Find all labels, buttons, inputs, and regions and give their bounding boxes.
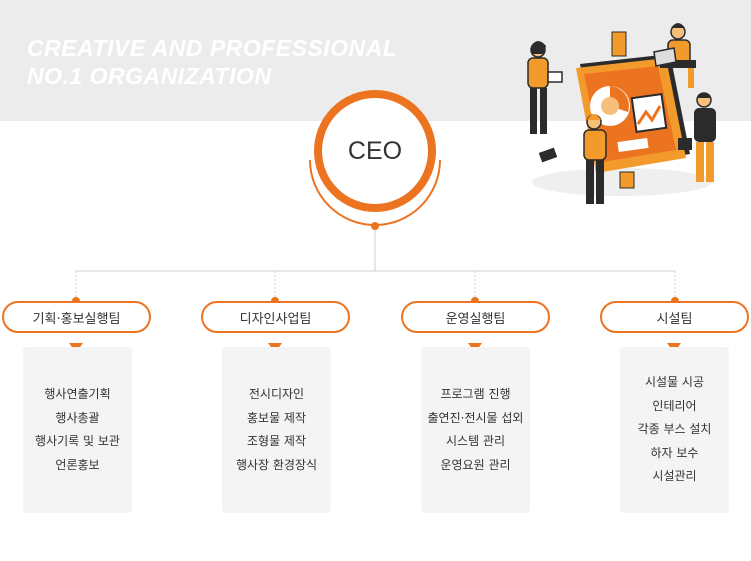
- team-name: 기획·홍보실행팀: [32, 311, 121, 327]
- team-name: 운영실행팀: [445, 311, 506, 327]
- slogan: CREATIVE AND PROFESSIONAL NO.1 ORGANIZAT…: [27, 34, 397, 90]
- duty-item: 언론홍보: [55, 457, 100, 472]
- duty-item: 행사장 환경장식: [235, 457, 318, 472]
- team-pill-operations: 운영실행팀: [401, 301, 550, 333]
- duty-item: 시설관리: [652, 469, 697, 484]
- team-pill-facilities: 시설팀: [600, 301, 749, 333]
- duty-box-operations: 프로그램 진행 출연진·전시물 섭외 시스템 관리 운영요원 관리: [421, 347, 530, 513]
- duty-item: 하자 보수: [650, 445, 699, 460]
- duty-item: 홍보물 제작: [246, 410, 306, 425]
- duty-item: 시스템 관리: [445, 434, 505, 448]
- duty-item: 행사연출기획: [44, 387, 111, 401]
- team-collaboration-illustration: [527, 23, 716, 204]
- duty-box-planning: 행사연출기획 행사총괄 행사기록 및 보관 언론홍보: [23, 347, 132, 513]
- duty-item: 운영요원 관리: [440, 457, 511, 472]
- team-pill-planning: 기획·홍보실행팀: [2, 301, 151, 333]
- team-name: 디자인사업팀: [239, 311, 312, 327]
- duty-item: 각종 부스 설치: [637, 422, 712, 437]
- duty-item: 인테리어: [652, 398, 697, 413]
- ceo-circle: CEO: [314, 90, 436, 212]
- duty-item: 행사총괄: [55, 410, 100, 425]
- duty-item: 시설물 시공: [644, 375, 704, 390]
- ceo-outer-arc: [309, 159, 441, 226]
- duty-box-facilities: 시설물 시공 인테리어 각종 부스 설치 하자 보수 시설관리: [620, 347, 729, 513]
- duty-item: 프로그램 진행: [440, 387, 511, 401]
- duty-box-design: 전시디자인 홍보물 제작 조형물 제작 행사장 환경장식: [222, 347, 331, 513]
- ceo-node: CEO: [304, 84, 446, 226]
- team-name: 시설팀: [656, 311, 693, 327]
- duty-item: 전시디자인: [248, 387, 305, 401]
- duty-item: 출연진·전시물 섭외: [427, 410, 524, 425]
- duty-item: 조형물 제작: [246, 434, 306, 448]
- ceo-label: CEO: [347, 136, 403, 165]
- slogan-line-1: CREATIVE AND PROFESSIONAL: [27, 35, 398, 61]
- duty-item: 행사기록 및 보관: [35, 434, 120, 448]
- team-pill-design: 디자인사업팀: [201, 301, 350, 333]
- slogan-line-2: NO.1 ORGANIZATION: [27, 63, 272, 89]
